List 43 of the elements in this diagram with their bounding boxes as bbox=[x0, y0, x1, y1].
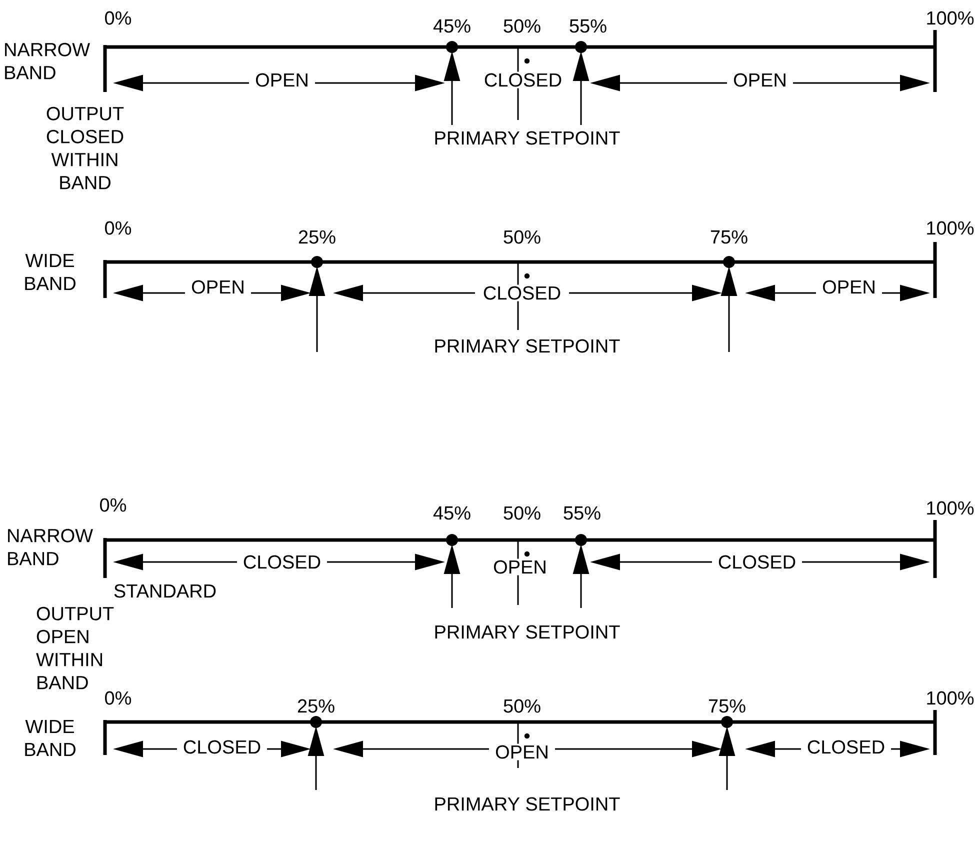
percent-label: 50% bbox=[504, 230, 540, 244]
state-label: OPEN bbox=[494, 744, 550, 760]
percent-label: 45% bbox=[433, 19, 470, 33]
state-label: OPEN bbox=[190, 278, 246, 296]
percent-label: 100% bbox=[927, 691, 974, 705]
setpoint-label: PRIMARY SETPOINT bbox=[435, 797, 620, 811]
percent-label: 55% bbox=[570, 19, 606, 33]
band-label: WIDE BAND bbox=[25, 254, 76, 290]
percent-label: 100% bbox=[927, 11, 974, 25]
percent-label: 25% bbox=[298, 230, 336, 244]
note-label: STANDARD bbox=[114, 584, 216, 598]
note-label: OUTPUT OPEN WITHIN BAND bbox=[36, 606, 114, 690]
percent-label: 0% bbox=[105, 691, 132, 705]
state-label: OPEN bbox=[254, 72, 310, 88]
percent-label: 55% bbox=[564, 506, 600, 520]
state-label: CLOSED bbox=[482, 72, 564, 88]
percent-label: 25% bbox=[298, 699, 334, 713]
percent-label: 0% bbox=[100, 498, 126, 512]
state-label: OPEN bbox=[492, 558, 548, 576]
state-label: CLOSED bbox=[181, 738, 263, 756]
band-label: NARROW BAND bbox=[8, 528, 93, 566]
state-label: CLOSED bbox=[805, 738, 887, 756]
percent-label: 45% bbox=[433, 506, 470, 520]
band-label: WIDE BAND bbox=[25, 720, 76, 756]
state-label: OPEN bbox=[732, 72, 788, 88]
state-label: OPEN bbox=[820, 278, 878, 296]
state-label: CLOSED bbox=[716, 554, 798, 570]
state-label: CLOSED bbox=[481, 284, 563, 302]
percent-label: 50% bbox=[504, 699, 540, 713]
percent-label: 75% bbox=[708, 699, 746, 713]
percent-label: 50% bbox=[504, 19, 540, 33]
state-label: CLOSED bbox=[241, 554, 323, 570]
band-label: NARROW BAND bbox=[5, 42, 90, 80]
percent-label: 0% bbox=[105, 221, 132, 235]
percent-label: 0% bbox=[105, 11, 132, 25]
percent-label: 50% bbox=[504, 506, 540, 520]
percent-label: 100% bbox=[927, 221, 974, 235]
setpoint-label: PRIMARY SETPOINT bbox=[435, 339, 620, 353]
percent-label: 100% bbox=[927, 501, 974, 515]
setpoint-label: PRIMARY SETPOINT bbox=[435, 625, 620, 639]
percent-label: 75% bbox=[710, 230, 748, 244]
note-label: OUTPUT CLOSED WITHIN BAND bbox=[46, 106, 124, 190]
setpoint-label: PRIMARY SETPOINT bbox=[435, 131, 620, 145]
